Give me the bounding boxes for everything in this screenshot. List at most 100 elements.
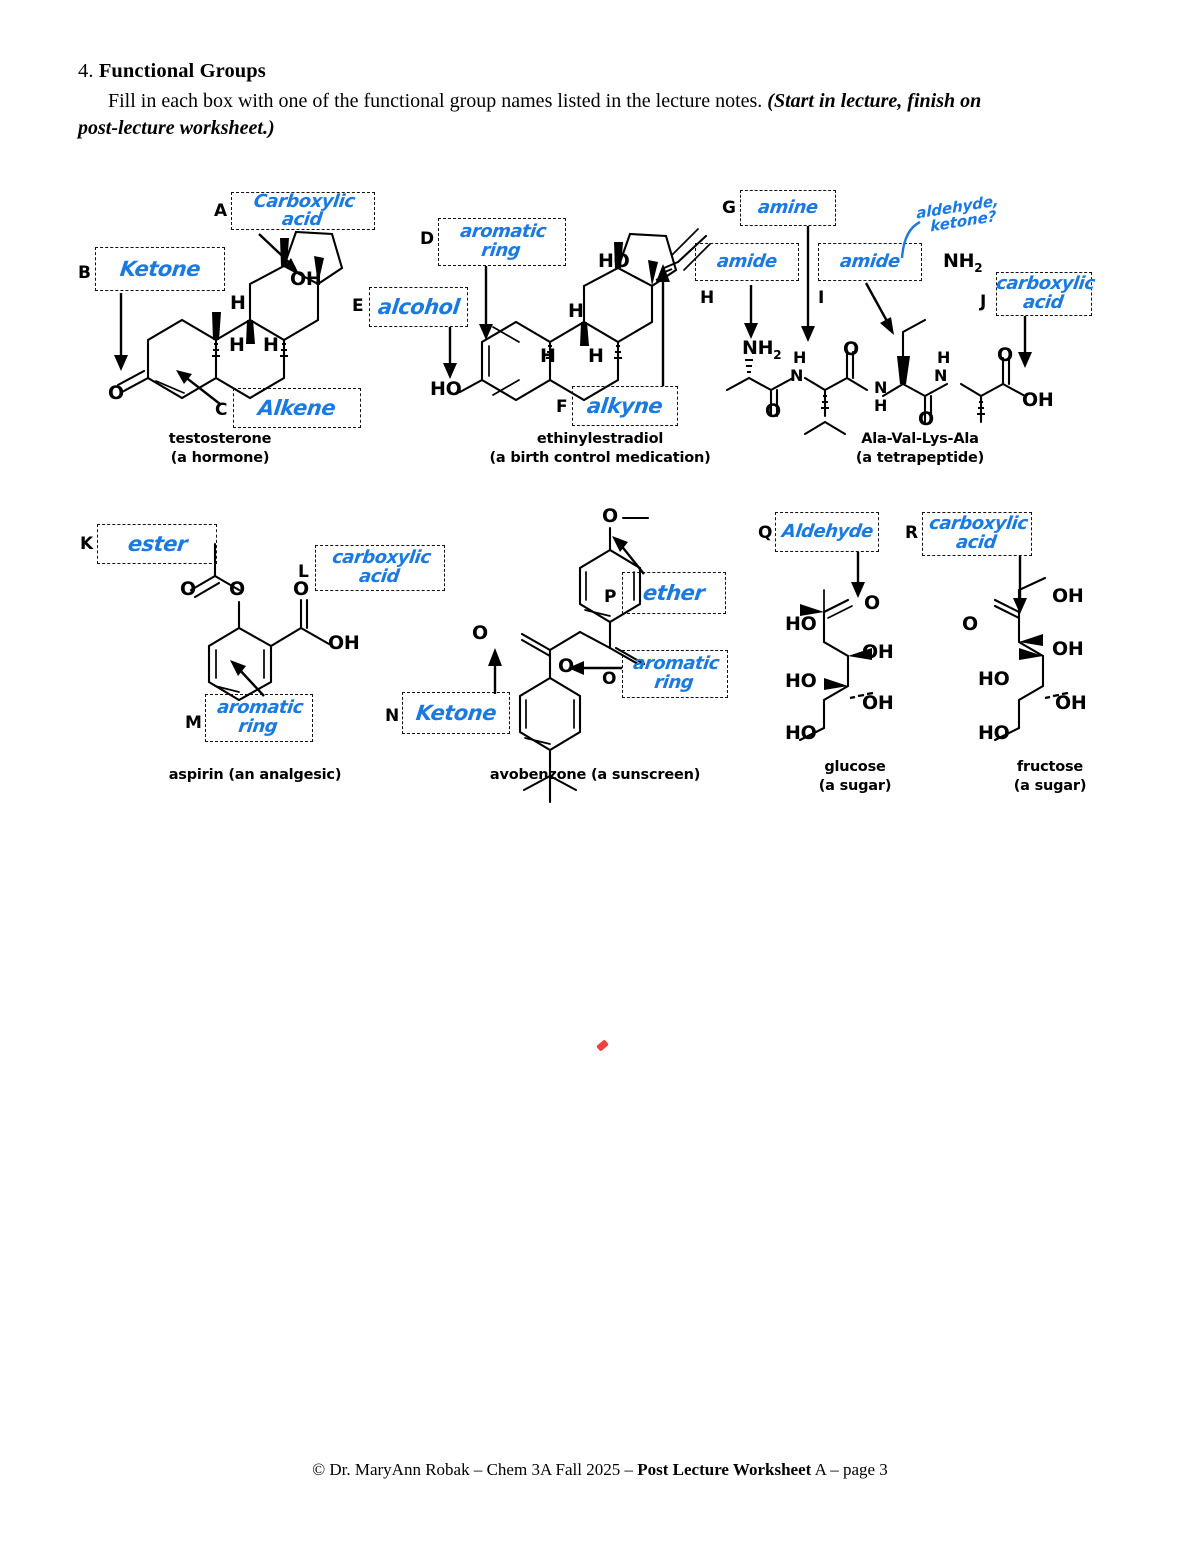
fructose-oh-5: HO bbox=[978, 722, 1010, 744]
ethinylestradiol-hydroxyl-c17: HO bbox=[598, 250, 630, 272]
answer-box-H[interactable]: amide bbox=[695, 243, 799, 281]
answer-box-N[interactable]: Ketone bbox=[402, 692, 510, 734]
peptide-carbonyl-o-3: O bbox=[918, 408, 934, 430]
answer-J-text: carboxylic acid bbox=[993, 273, 1096, 313]
arrow-E bbox=[443, 327, 457, 379]
answer-L-text: carboxylic acid bbox=[329, 547, 432, 587]
arrow-B bbox=[114, 293, 128, 371]
arrow-A bbox=[258, 233, 299, 274]
answer-H-text: amide bbox=[715, 251, 779, 272]
answer-box-I[interactable]: amide bbox=[818, 243, 922, 281]
ethinylestradiol-structure bbox=[458, 228, 711, 402]
answer-box-C[interactable]: Alkene bbox=[233, 388, 361, 428]
peptide-amide-n-1: N bbox=[790, 366, 804, 385]
label-letter-R: R bbox=[905, 523, 919, 543]
answer-box-Q[interactable]: Aldehyde bbox=[775, 512, 879, 552]
answer-box-D[interactable]: aromatic ring bbox=[438, 218, 566, 266]
glucose-oh-3: HO bbox=[785, 670, 817, 692]
arrow-Q bbox=[851, 552, 865, 598]
ethinylestradiol-hydroxyl-aromatic: HO bbox=[430, 378, 462, 400]
peptide-amide-h-1: H bbox=[793, 348, 807, 367]
answer-box-K[interactable]: ester bbox=[97, 524, 217, 564]
answer-J-line2: acid bbox=[1021, 292, 1065, 313]
fructose-oh-4: OH bbox=[1055, 692, 1087, 714]
peptide-amide-n-2: N bbox=[874, 378, 888, 397]
arrow-G bbox=[801, 226, 815, 342]
answer-box-R[interactable]: carboxylic acid bbox=[922, 512, 1032, 556]
fructose-caption: fructose (a sugar) bbox=[955, 758, 1145, 795]
fructose-oh-3: HO bbox=[978, 668, 1010, 690]
answer-N-text: Ketone bbox=[414, 700, 498, 725]
testosterone-hydroxyl: OH bbox=[290, 268, 322, 290]
answer-box-J[interactable]: carboxylic acid bbox=[995, 272, 1096, 316]
testosterone-ketone-oxygen: O bbox=[108, 382, 124, 404]
answer-box-L[interactable]: carboxylic acid bbox=[315, 545, 445, 591]
peptide-sub: (a tetrapeptide) bbox=[855, 449, 985, 466]
page-footer: © Dr. MaryAnn Robak – Chem 3A Fall 2025 … bbox=[0, 1460, 1200, 1480]
glucose-oh-4: OH bbox=[862, 692, 894, 714]
avobenzone-name: avobenzone (a sunscreen) bbox=[489, 767, 701, 783]
page-heading: 4. Functional Groups Fill in each box wi… bbox=[78, 60, 1138, 141]
page-title: Functional Groups bbox=[98, 60, 266, 82]
answer-box-M[interactable]: aromatic ring bbox=[205, 694, 313, 742]
answer-box-B[interactable]: Ketone bbox=[95, 247, 225, 291]
answer-box-P[interactable]: ether bbox=[622, 572, 726, 614]
answer-P-text: ether bbox=[641, 580, 707, 605]
avobenzone-ether-o: O bbox=[602, 505, 618, 527]
fructose-name: fructose bbox=[1016, 759, 1084, 775]
answer-box-F[interactable]: alkyne bbox=[572, 386, 678, 426]
label-letter-O: O bbox=[602, 669, 617, 689]
answer-box-E[interactable]: alcohol bbox=[369, 287, 468, 327]
answer-box-O[interactable]: aromatic ring bbox=[622, 650, 728, 698]
label-letter-L: L bbox=[298, 562, 309, 582]
label-letter-A: A bbox=[214, 201, 228, 221]
arrow-N bbox=[488, 648, 502, 694]
testosterone-h-label-2: H bbox=[229, 334, 245, 356]
fructose-oh-1: OH bbox=[1052, 585, 1084, 607]
testosterone-caption: testosterone (a hormone) bbox=[110, 430, 330, 467]
answer-box-A[interactable]: Carboxylic acid bbox=[231, 191, 375, 230]
peptide-lysine-amine: NH2 bbox=[943, 250, 983, 275]
arrow-J bbox=[1018, 316, 1032, 368]
ethinylestradiol-h-label-1: H bbox=[568, 300, 584, 322]
fructose-structure bbox=[993, 576, 1069, 742]
peptide-carbonyl-o-2: O bbox=[843, 338, 859, 360]
ethinylestradiol-caption: ethinylestradiol (a birth control medica… bbox=[440, 430, 760, 467]
peptide-amide-n-3: N bbox=[934, 366, 948, 385]
label-letter-P: P bbox=[604, 587, 617, 607]
label-letter-G: G bbox=[722, 198, 736, 218]
answer-B-text: Ketone bbox=[118, 256, 202, 281]
glucose-oh-5: HO bbox=[785, 722, 817, 744]
arrow-C bbox=[176, 370, 221, 405]
label-letter-Q: Q bbox=[758, 523, 773, 543]
label-letter-F: F bbox=[556, 397, 568, 417]
note-leader-line bbox=[900, 220, 921, 259]
peptide-carbonyl-o-1: O bbox=[765, 400, 781, 422]
glucose-structure bbox=[798, 589, 874, 742]
arrow-D bbox=[479, 266, 493, 340]
peptide-terminal-o: O bbox=[997, 344, 1013, 366]
stray-red-mark bbox=[596, 1039, 609, 1052]
footer-prefix: © Dr. MaryAnn Robak – Chem 3A Fall 2025 … bbox=[312, 1460, 638, 1479]
answer-box-G[interactable]: amine bbox=[740, 190, 836, 226]
peptide-amide-h-3: H bbox=[937, 348, 951, 367]
answer-R-text: carboxylic acid bbox=[926, 513, 1029, 553]
answer-O-text: aromatic ring bbox=[630, 653, 720, 693]
footer-bold: Post Lecture Worksheet bbox=[637, 1460, 812, 1479]
section-number: 4. bbox=[78, 60, 94, 82]
glucose-name: glucose bbox=[824, 759, 886, 775]
glucose-caption: glucose (a sugar) bbox=[760, 758, 950, 795]
peptide-n-terminus: NH2 bbox=[742, 337, 782, 362]
aspirin-structure bbox=[189, 542, 331, 702]
arrow-O bbox=[568, 661, 622, 675]
label-letter-K: K bbox=[80, 534, 94, 554]
label-letter-B: B bbox=[78, 263, 91, 283]
ethinylestradiol-name: ethinylestradiol bbox=[536, 431, 664, 447]
arrow-M bbox=[230, 660, 265, 697]
arrow-I bbox=[864, 282, 894, 335]
label-letter-J: J bbox=[980, 292, 987, 312]
peptide-amide-h-2: H bbox=[874, 396, 888, 415]
answer-M-text: aromatic ring bbox=[214, 697, 304, 737]
arrow-P bbox=[612, 536, 645, 575]
peptide-name: Ala-Val-Lys-Ala bbox=[861, 431, 979, 447]
